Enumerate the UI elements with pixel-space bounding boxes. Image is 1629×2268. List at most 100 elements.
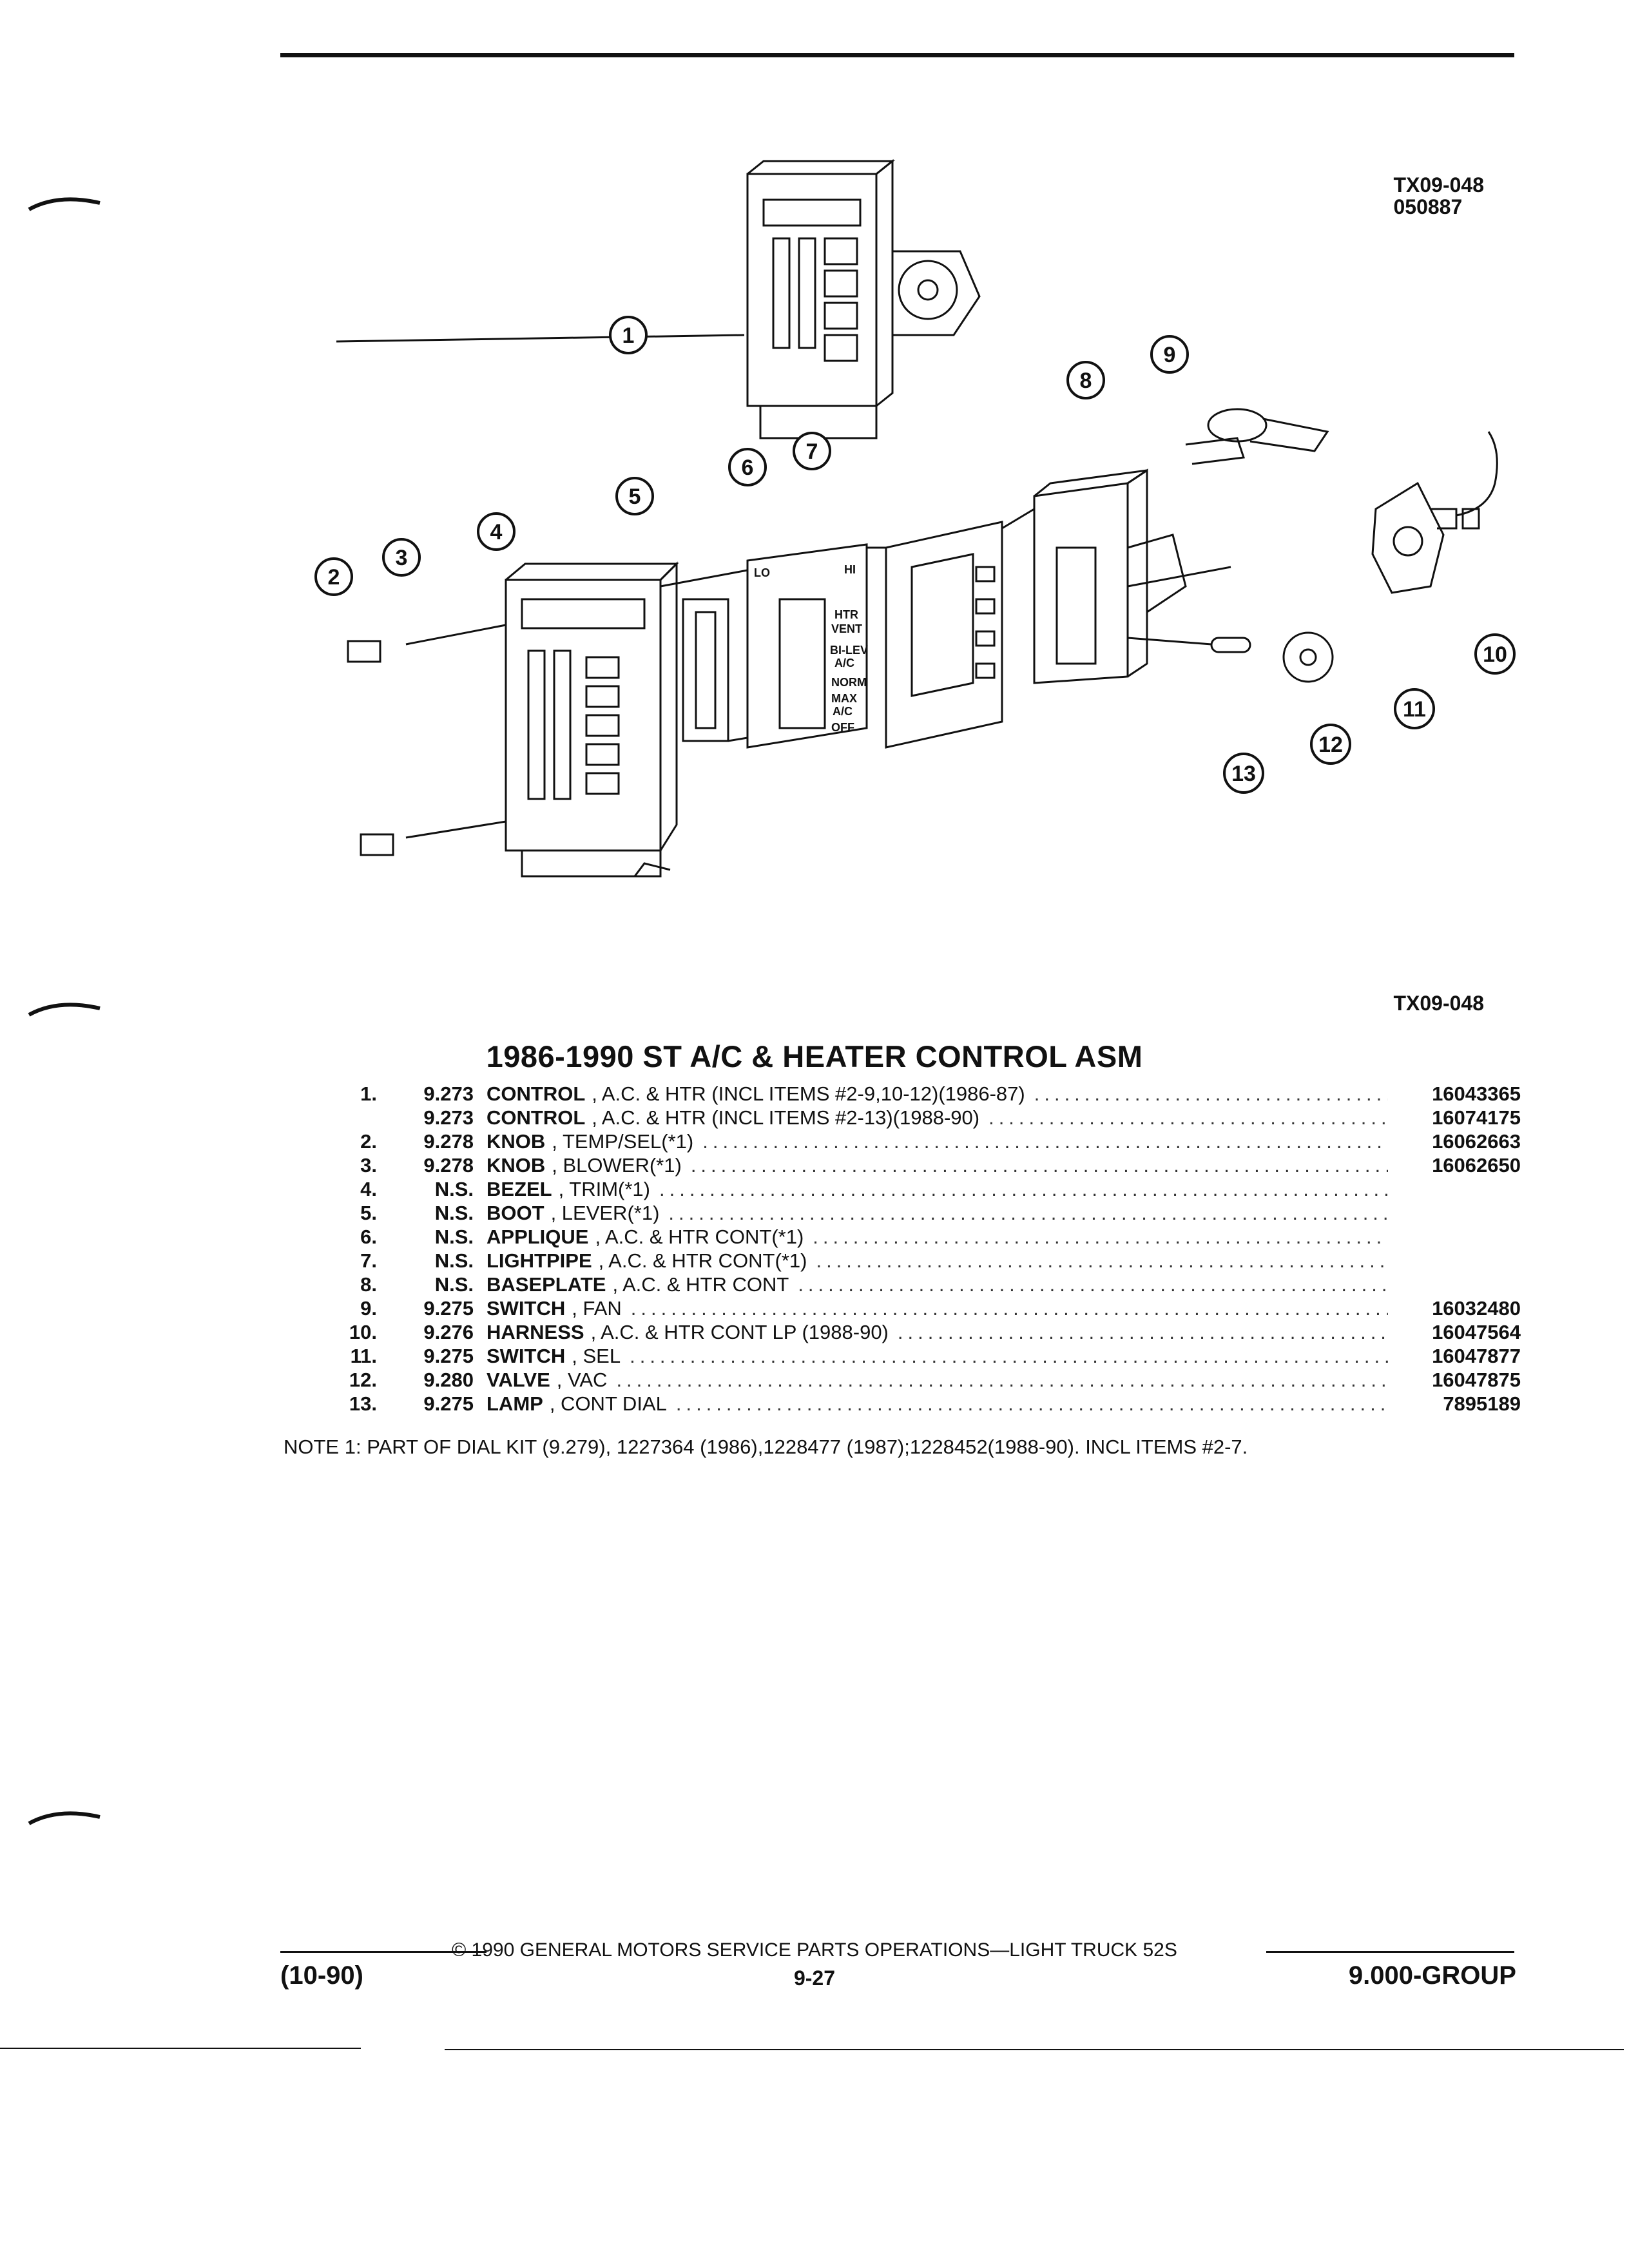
group-code: 9.275 [423, 1392, 474, 1415]
callout-10: 10 [1474, 633, 1516, 675]
callout-6: 6 [728, 448, 767, 486]
drawing-date-code: 050887 [1393, 195, 1463, 218]
bezel-part [505, 561, 679, 878]
part-detail: , LEVER(*1) [550, 1202, 660, 1224]
svg-text:4: 4 [490, 520, 503, 544]
part-name: BASEPLATE [487, 1273, 606, 1296]
footer-rule-left [280, 1951, 487, 1953]
drawing-reference-top: TX09-048 050887 [1393, 174, 1484, 218]
part-name: SWITCH [487, 1297, 566, 1320]
leader-dots [702, 1130, 1388, 1153]
part-detail: , A.C. & HTR (INCL ITEMS #2-13)(1988-90) [592, 1106, 980, 1129]
scan-edge-line [445, 2049, 1624, 2050]
svg-text:11: 11 [1403, 697, 1426, 722]
part-detail: , BLOWER(*1) [552, 1154, 682, 1177]
footer-copyright: © 1990 GENERAL MOTORS SERVICE PARTS OPER… [452, 1939, 1177, 1961]
part-name: KNOB [487, 1154, 546, 1177]
leader-dots [816, 1249, 1388, 1273]
group-label: 9.000-GROUP [1348, 1961, 1516, 1990]
svg-text:12: 12 [1318, 733, 1343, 757]
part-number: 16047875 [1432, 1369, 1521, 1391]
harness-part [1456, 431, 1498, 530]
item-number: 2. [360, 1130, 377, 1153]
part-number: 16074175 [1432, 1106, 1521, 1129]
svg-text:1: 1 [622, 323, 635, 348]
group-code: N.S. [434, 1178, 474, 1200]
group-code: 9.278 [423, 1130, 474, 1153]
svg-text:13: 13 [1231, 762, 1256, 786]
svg-text:10: 10 [1483, 642, 1507, 667]
item-number: 5. [360, 1202, 377, 1224]
callout-5: 5 [615, 477, 654, 515]
footer-rule-right [1266, 1951, 1514, 1953]
group-code: 9.278 [423, 1154, 474, 1177]
part-number: 16047877 [1432, 1345, 1521, 1367]
part-number: 16062650 [1432, 1154, 1521, 1177]
part-detail: , SEL [572, 1345, 621, 1367]
lamp-part [1210, 637, 1251, 653]
applique-ac-label: A/C [834, 657, 854, 669]
applique-part [746, 543, 868, 749]
leader-dots [1034, 1082, 1388, 1106]
svg-text:8: 8 [1080, 369, 1092, 393]
leader-dots [668, 1202, 1388, 1225]
part-number: 7895189 [1443, 1392, 1521, 1415]
part-detail: , A.C. & HTR CONT [612, 1273, 789, 1296]
page-title: 1986-1990 ST A/C & HEATER CONTROL ASM [486, 1039, 1143, 1073]
leader-dots [988, 1106, 1388, 1129]
part-detail: , A.C. & HTR CONT(*1) [598, 1249, 807, 1272]
parts-list: 1. 9.273 CONTROL, A.C. & HTR (INCL ITEMS… [335, 1082, 1521, 1416]
part-detail: , FAN [572, 1297, 622, 1320]
lightpipe-part [885, 521, 1003, 749]
leader-dots [630, 1345, 1388, 1368]
callout-12: 12 [1310, 724, 1351, 765]
group-code: N.S. [434, 1273, 474, 1296]
fan-switch-part [1185, 408, 1329, 465]
part-detail: , TEMP/SEL(*1) [552, 1130, 694, 1153]
top-rule [280, 53, 1514, 57]
leader-dots [676, 1392, 1388, 1416]
svg-text:9: 9 [1164, 343, 1176, 367]
margin-mark [28, 1003, 101, 1017]
applique-bilev-label: BI-LEV [830, 644, 868, 657]
part-detail: , CONT DIAL [549, 1392, 667, 1415]
part-detail: , TRIM(*1) [558, 1178, 651, 1200]
leader-dots [631, 1297, 1388, 1320]
item-number: 11. [350, 1345, 377, 1367]
item-number: 13. [349, 1392, 377, 1415]
svg-text:2: 2 [328, 565, 340, 590]
part-name: APPLIQUE [487, 1225, 589, 1248]
margin-mark [28, 197, 101, 211]
item-number: 4. [360, 1178, 377, 1200]
callout-4: 4 [477, 512, 516, 551]
leader-dots [659, 1178, 1388, 1201]
part-name: BEZEL [487, 1178, 552, 1200]
callout-1: 1 [609, 316, 648, 354]
callout-2: 2 [314, 557, 353, 596]
group-code: N.S. [434, 1225, 474, 1248]
page-number: 9-27 [793, 1966, 836, 1990]
selector-switch-part [1371, 481, 1458, 594]
group-code: 9.273 [423, 1082, 474, 1105]
control-assembly-part [746, 159, 981, 439]
parts-row: 7. N.S. LIGHTPIPE, A.C. & HTR CONT(*1) [335, 1249, 1521, 1273]
callout-11: 11 [1394, 688, 1435, 729]
group-code: N.S. [434, 1249, 474, 1272]
part-detail: , A.C. & HTR CONT(*1) [595, 1225, 804, 1248]
revision-date: (10-90) [280, 1961, 363, 1990]
parts-row: 9. 9.275 SWITCH, FAN 16032480 [335, 1297, 1521, 1321]
part-number: 16047564 [1432, 1321, 1521, 1343]
callout-13: 13 [1223, 753, 1264, 794]
group-code: 9.275 [423, 1297, 474, 1320]
group-code: N.S. [434, 1202, 474, 1224]
drawing-code: TX09-048 [1393, 173, 1484, 197]
scan-edge-line [0, 2048, 361, 2049]
svg-text:3: 3 [396, 546, 408, 570]
parts-row: 2. 9.278 KNOB, TEMP/SEL(*1) 16062663 [335, 1130, 1521, 1154]
part-name: BOOT [487, 1202, 545, 1224]
callout-3: 3 [382, 538, 421, 577]
part-name: HARNESS [487, 1321, 584, 1343]
parts-row: 11. 9.275 SWITCH, SEL 16047877 [335, 1345, 1521, 1369]
leader-dots [813, 1225, 1388, 1249]
parts-row: 8. N.S. BASEPLATE, A.C. & HTR CONT [335, 1273, 1521, 1297]
